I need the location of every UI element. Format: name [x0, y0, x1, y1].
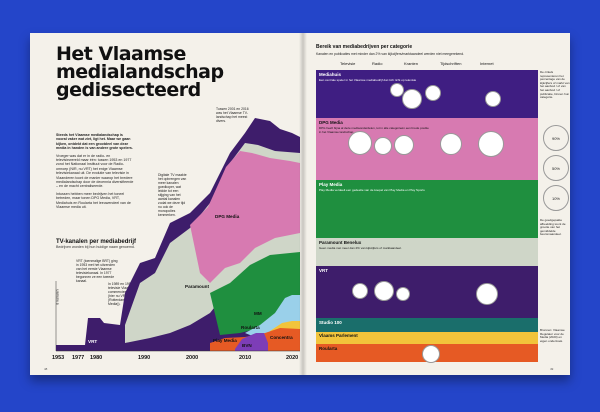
- band-label: Vlaams Parlement: [319, 333, 358, 338]
- note-digital: Digitale TV maakte het opbrengen van mee…: [158, 173, 187, 217]
- band-studio100: Studio 100: [316, 318, 538, 332]
- page-title: Het Vlaamse medialandschap gedissecteerd: [56, 43, 256, 101]
- band-label: Roularta: [319, 346, 338, 351]
- year-1990: 1990: [138, 355, 151, 361]
- reach-bubble: [374, 281, 394, 301]
- band-play: Play Media Play Media verdeelt een gedee…: [316, 180, 538, 238]
- label-concentra: Concentra: [270, 335, 293, 340]
- legend-pct-90: 90%: [543, 125, 569, 151]
- reach-bubble: [394, 135, 414, 155]
- reach-bubble: [485, 91, 501, 107]
- band-label: Mediahuis: [319, 72, 342, 77]
- source-text: Bronnen: Vlaamse Regulator voor de Media…: [540, 328, 565, 343]
- reach-bubble: [476, 283, 498, 305]
- subheading: TV-kanalen per mediabedrijf: [56, 239, 137, 245]
- band-label: DPG Media: [319, 120, 343, 125]
- reach-bubble: [402, 89, 422, 109]
- band-vlaams-parlement: Vlaams Parlement: [316, 332, 538, 344]
- intro-lead: Steeds het Vlaamse medialandschap is voo…: [56, 133, 133, 151]
- legend-text-top: De cirkels representeren het percentage …: [540, 70, 570, 100]
- band-paramount: Paramount Benelux Geen media met meer da…: [316, 238, 538, 266]
- label-mm: MM: [254, 311, 262, 316]
- subheading-text: Bedrijven worden bij hun huidige naam ge…: [56, 245, 135, 249]
- subheading-block: TV-kanalen per mediabedrijf Bedrijven wo…: [56, 239, 176, 249]
- band-desc: Play Media verdeelt een gedeelte van de …: [319, 188, 425, 192]
- page-number-right: 49: [550, 367, 554, 371]
- spine: [299, 33, 307, 375]
- band-vrt: VRT: [316, 266, 538, 318]
- note-vrt: VRT (toenmalige BRT) ging in 1953 met he…: [76, 259, 118, 283]
- band-label: Play Media: [319, 182, 343, 187]
- band-desc: Geen media met meer dan 2% van kijkcijfe…: [319, 246, 402, 250]
- intro-paragraph-3: Intussen hebben meer bedrijven het tonee…: [56, 191, 131, 210]
- intro-paragraph-2: Vroeger was dat er in de radio- en telev…: [56, 153, 134, 189]
- year-1980: 1980: [90, 355, 103, 361]
- year-2020: 2020: [286, 355, 299, 361]
- reach-bubble: [478, 131, 504, 157]
- column-tijdschriften: Tijdschriften: [440, 61, 462, 66]
- label-vrt: VRT: [88, 339, 98, 344]
- stream-bvn: [235, 333, 268, 351]
- reach-bubble: [390, 83, 404, 97]
- legend-pct-10: 10%: [543, 185, 569, 211]
- column-televisie: Televisie: [340, 61, 356, 66]
- year-1953: 1953: [52, 355, 65, 361]
- legend-text-mid: De goedgepakte afbeelding toont de groot…: [540, 218, 566, 237]
- legend-pct-50: 50%: [543, 155, 569, 181]
- magazine-spread: Het Vlaamse medialandschap gedissecteerd…: [30, 33, 570, 375]
- label-play: Play Media: [213, 338, 237, 343]
- year-2000: 2000: [186, 355, 199, 361]
- title-line-2: medialandschap: [56, 61, 224, 83]
- right-title: Bereik van mediabedrijven per categorie: [316, 44, 413, 50]
- year-2010: 2010: [239, 355, 252, 361]
- reach-bubble: [396, 287, 410, 301]
- year-1977: 1977: [72, 355, 85, 361]
- column-radio: Radio: [372, 61, 383, 66]
- reach-bubble: [440, 133, 462, 155]
- band-label: VRT: [319, 268, 328, 273]
- page-number-left: 48: [44, 367, 48, 371]
- streamgraph: [55, 118, 300, 352]
- band-desc: Een centrale speler in het Vlaamse media…: [319, 78, 417, 82]
- reach-bubble: [422, 345, 440, 363]
- title-line-1: Het Vlaamse: [56, 43, 186, 65]
- stream-dpg: [190, 151, 300, 283]
- reach-bubble: [425, 85, 441, 101]
- column-internet: Internet: [480, 61, 494, 66]
- label-dpg: DPG Media: [215, 214, 240, 219]
- right-subtitle: Kanalen en publicaties met minder dan 2%…: [316, 52, 465, 56]
- label-roularta: Roularta: [241, 325, 260, 330]
- intro-text: Steeds het Vlaamse medialandschap is voo…: [56, 133, 134, 213]
- label-paramount: Paramount: [185, 284, 209, 289]
- band-label: Paramount Benelux: [319, 240, 362, 245]
- reach-bubble: [374, 137, 392, 155]
- band-desc: DPG heeft bijna al deze mediaonderdelen,…: [319, 126, 429, 134]
- column-kranten: Kranten: [404, 61, 419, 66]
- label-bvn: BVN: [242, 343, 252, 348]
- reach-bubble: [352, 283, 368, 299]
- band-label: Studio 100: [319, 320, 342, 325]
- title-line-3: gedissecteerd: [56, 79, 201, 101]
- reach-bubble: [348, 131, 372, 155]
- axis-label: 8 kanalen: [55, 289, 60, 305]
- note-2000: Tussen 2001 en 2016 was het Vlaamse TV-l…: [216, 107, 249, 123]
